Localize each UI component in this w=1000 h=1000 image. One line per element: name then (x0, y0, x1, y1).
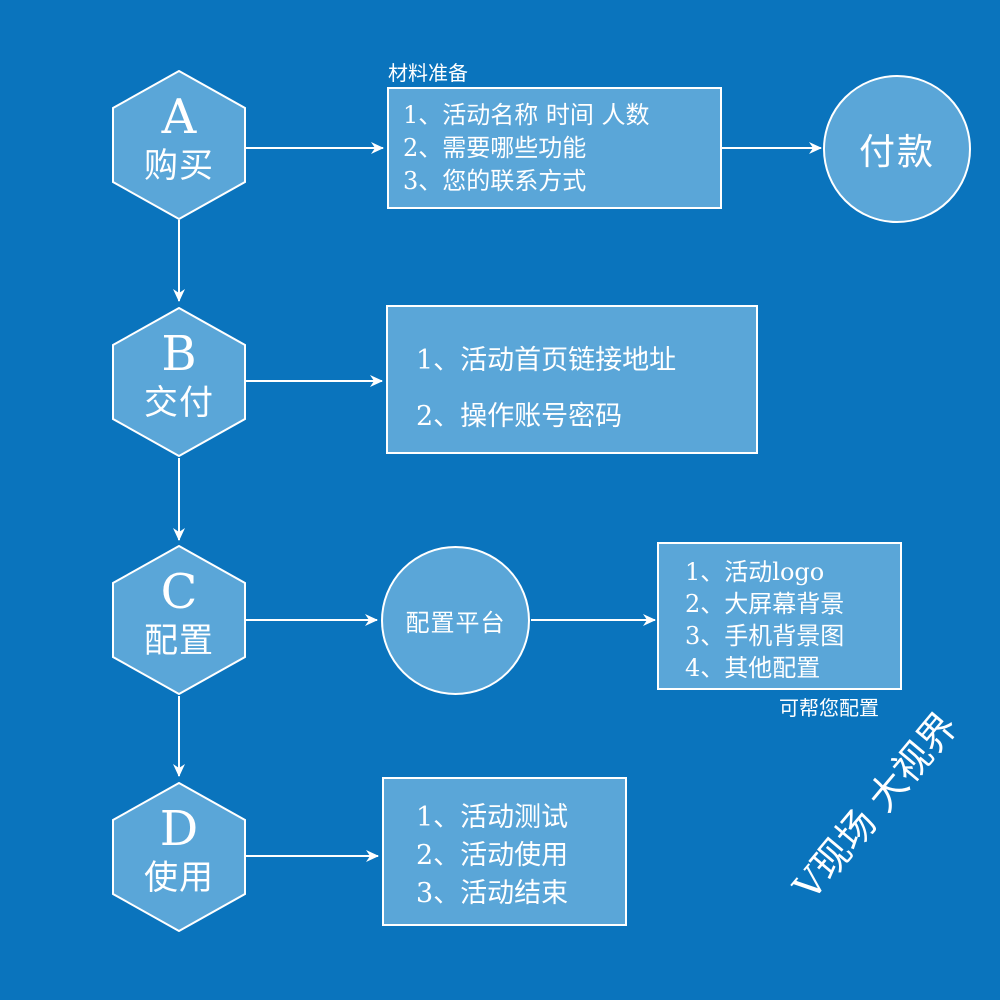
step-d-letter: D (159, 801, 199, 857)
step-c-letter: C (160, 564, 198, 620)
delivery-item: 1、活动首页链接地址 (416, 345, 677, 376)
step-a-letter: A (161, 89, 197, 145)
config-platform-circle: 配置平台 (381, 546, 530, 695)
step-b-label: 交付 (144, 383, 214, 423)
materials-item: 2、需要哪些功能 (403, 134, 587, 162)
step-b-hexagon: B 交付 (112, 307, 246, 457)
step-d-hexagon: D 使用 (112, 782, 246, 932)
usage-box: 1、活动测试 2、活动使用 3、活动结束 (382, 777, 627, 926)
usage-item: 2、活动使用 (416, 840, 569, 871)
materials-box: 1、活动名称 时间 人数 2、需要哪些功能 3、您的联系方式 (387, 87, 722, 209)
materials-item: 3、您的联系方式 (403, 167, 587, 195)
payment-label: 付款 (858, 132, 935, 173)
delivery-item: 2、操作账号密码 (416, 401, 623, 432)
step-a-label: 购买 (144, 146, 214, 186)
config-item: 2、大屏幕背景 (685, 590, 845, 618)
step-c-hexagon: C 配置 (112, 545, 246, 695)
step-b-letter: B (161, 326, 197, 382)
materials-caption: 材料准备 (388, 61, 468, 85)
step-a-hexagon: A 购买 (112, 70, 246, 220)
step-d-label: 使用 (144, 858, 214, 898)
usage-item: 1、活动测试 (416, 802, 569, 833)
config-items-box: 1、活动logo 2、大屏幕背景 3、手机背景图 4、其他配置 (657, 542, 902, 690)
config-note: 可帮您配置 (779, 696, 879, 720)
step-c-label: 配置 (144, 621, 214, 661)
materials-item: 1、活动名称 时间 人数 (403, 101, 650, 129)
payment-circle: 付款 (823, 75, 971, 223)
usage-item: 3、活动结束 (416, 878, 569, 909)
delivery-box: 1、活动首页链接地址 2、操作账号密码 (386, 305, 758, 454)
config-item: 4、其他配置 (685, 654, 821, 682)
config-platform-label: 配置平台 (405, 609, 506, 637)
config-item: 1、活动logo (685, 558, 825, 586)
config-item: 3、手机背景图 (685, 622, 845, 650)
